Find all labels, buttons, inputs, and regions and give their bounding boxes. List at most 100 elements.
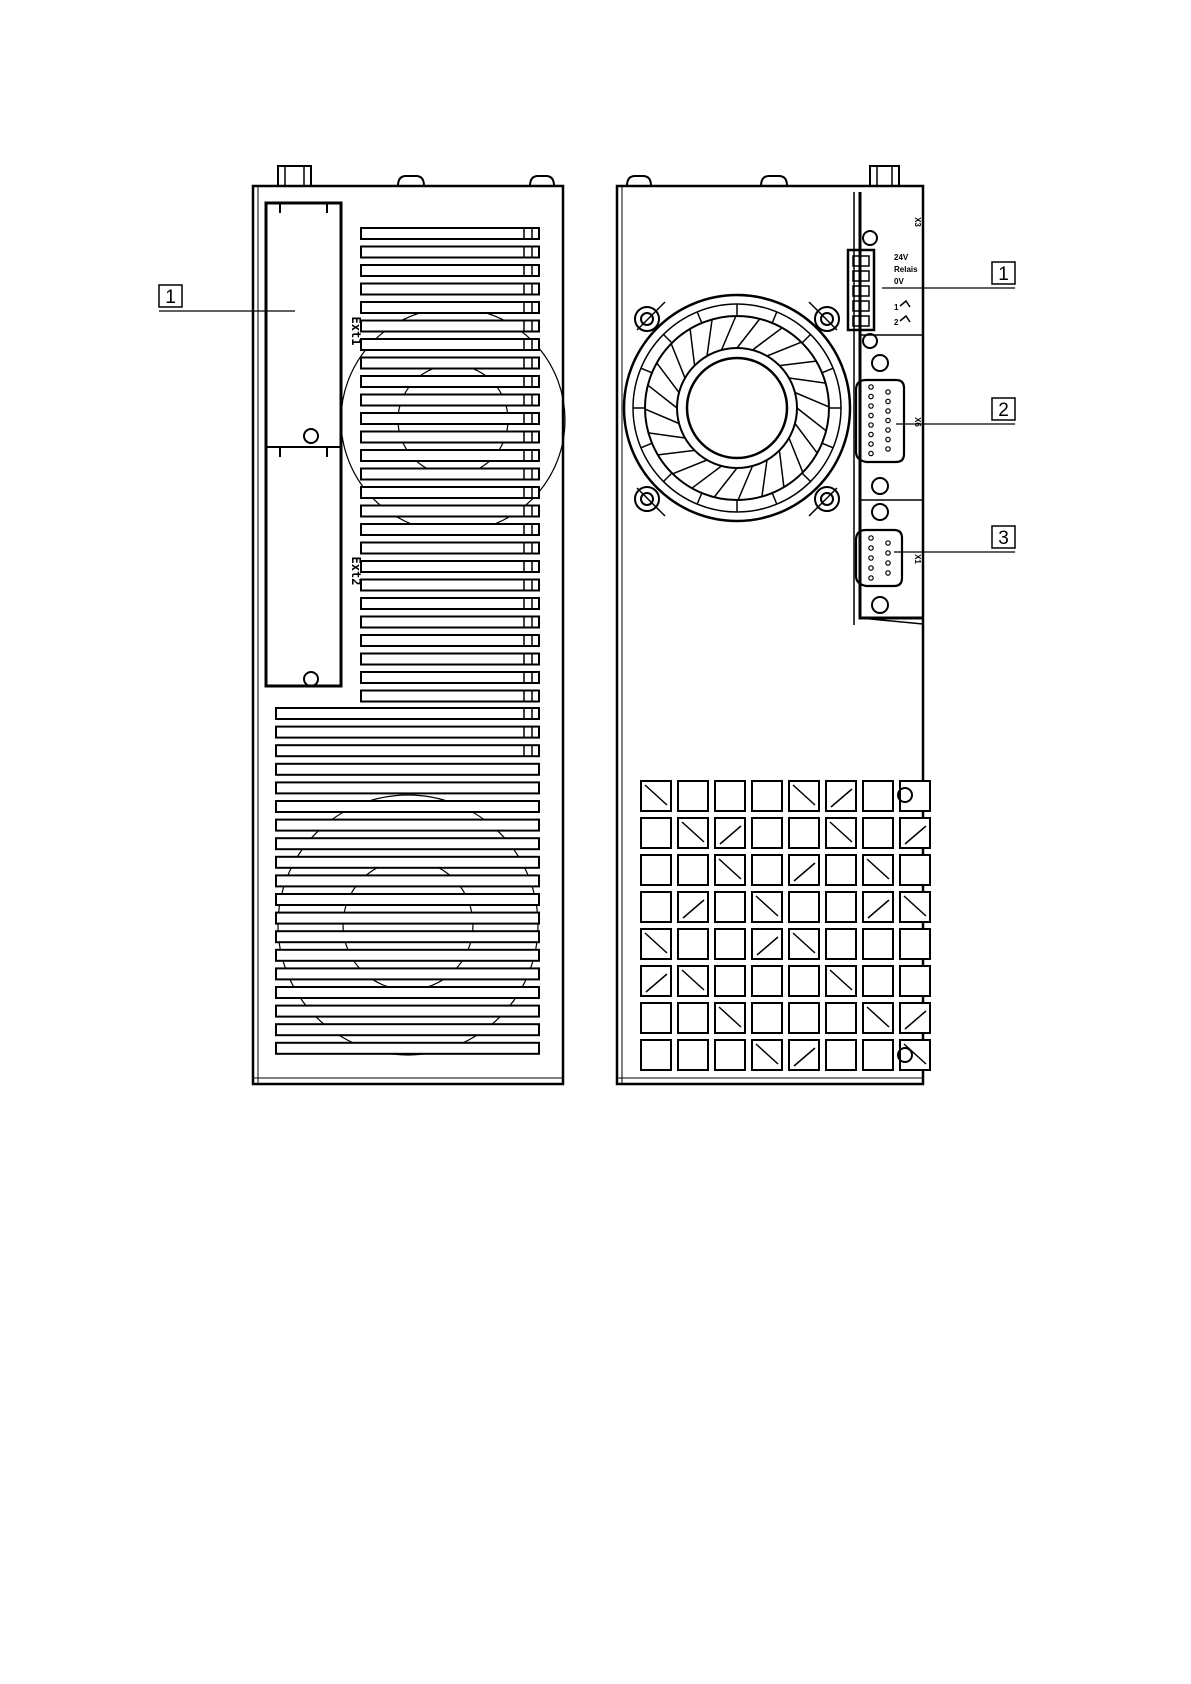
fan-guard-rib bbox=[697, 312, 702, 323]
grille-cell bbox=[826, 892, 856, 922]
vent-slat bbox=[276, 1024, 539, 1035]
grille-cell bbox=[715, 781, 745, 811]
fan-guard-rib bbox=[641, 368, 652, 373]
vent-slat bbox=[361, 450, 539, 461]
relay-contact-icon bbox=[900, 316, 910, 322]
slot-screw-icon bbox=[304, 672, 318, 686]
vent-slat bbox=[361, 617, 539, 628]
pin bbox=[886, 390, 890, 394]
vent-slat bbox=[361, 598, 539, 609]
vent-slat bbox=[276, 838, 539, 849]
vent-slat bbox=[361, 654, 539, 665]
slot-label-ext1: Ext1 bbox=[349, 317, 363, 346]
fan-blade bbox=[738, 466, 752, 500]
fan-blade bbox=[648, 433, 685, 438]
pin bbox=[869, 404, 873, 408]
grille-cell bbox=[789, 855, 819, 885]
upper-vent-slats bbox=[361, 228, 539, 702]
fan-icon bbox=[624, 295, 850, 521]
grille-cell bbox=[678, 855, 708, 885]
screw-icon bbox=[872, 597, 888, 613]
screw-icon bbox=[872, 478, 888, 494]
vent-slat bbox=[361, 247, 539, 258]
grille-cell bbox=[715, 892, 745, 922]
fan-guard-rib bbox=[772, 312, 777, 323]
fan-guard-rib bbox=[641, 443, 652, 448]
vent-slat bbox=[276, 820, 539, 831]
pin bbox=[886, 437, 890, 441]
vent-slat bbox=[276, 968, 539, 979]
pin bbox=[886, 561, 890, 565]
fan-blade bbox=[673, 460, 707, 474]
vent-slat bbox=[276, 727, 539, 738]
grille-cell bbox=[715, 966, 745, 996]
vent-slat bbox=[276, 1043, 539, 1054]
vent-slat bbox=[276, 913, 539, 924]
fan-blade bbox=[762, 460, 767, 497]
pin bbox=[869, 442, 873, 446]
label-x1: X1 bbox=[913, 554, 922, 564]
pin bbox=[869, 423, 873, 427]
grille-cell bbox=[715, 818, 745, 848]
screw-icon bbox=[872, 355, 888, 371]
fan-blade bbox=[795, 393, 829, 407]
label-x3: X3 bbox=[913, 217, 922, 227]
svg-text:3: 3 bbox=[998, 528, 1009, 549]
pin bbox=[886, 551, 890, 555]
left-device-view bbox=[253, 166, 565, 1084]
svg-text:1: 1 bbox=[165, 287, 176, 308]
grille-cell bbox=[715, 929, 745, 959]
vent-slat bbox=[276, 857, 539, 868]
vent-grille bbox=[641, 781, 930, 1070]
vent-slat bbox=[361, 487, 539, 498]
grille-cell bbox=[641, 818, 671, 848]
grille-cell bbox=[641, 855, 671, 885]
label-relais: Relais bbox=[894, 265, 918, 274]
grille-cell bbox=[863, 818, 893, 848]
grille-cell bbox=[678, 781, 708, 811]
grille-cell bbox=[752, 966, 782, 996]
grille-cell bbox=[863, 929, 893, 959]
svg-text:1: 1 bbox=[998, 264, 1009, 285]
vent-slat bbox=[361, 691, 539, 702]
vent-slat bbox=[361, 302, 539, 313]
vent-slat bbox=[361, 395, 539, 406]
fan-guard-rib bbox=[664, 335, 672, 343]
grille-cell bbox=[900, 929, 930, 959]
fan-blade bbox=[707, 319, 712, 356]
label-x6: X6 bbox=[913, 417, 922, 427]
dsub-connector-x6 bbox=[856, 380, 904, 462]
top-tab bbox=[530, 176, 554, 186]
grille-cell bbox=[789, 818, 819, 848]
pin bbox=[886, 428, 890, 432]
grille-cell bbox=[900, 818, 930, 848]
top-tab bbox=[398, 176, 424, 186]
grille-cell bbox=[826, 1040, 856, 1070]
grille-cell bbox=[752, 855, 782, 885]
vent-slat bbox=[276, 782, 539, 793]
vent-slat bbox=[361, 228, 539, 239]
vent-slat bbox=[361, 580, 539, 591]
vent-slat bbox=[361, 432, 539, 443]
screw-icon bbox=[863, 334, 877, 348]
fan-guard-rib bbox=[772, 493, 777, 504]
grille-cell bbox=[752, 781, 782, 811]
fan-blade bbox=[714, 468, 737, 497]
vent-slat bbox=[361, 358, 539, 369]
fan-blade bbox=[648, 385, 677, 408]
vent-slat bbox=[361, 561, 539, 572]
pin bbox=[869, 566, 873, 570]
pin bbox=[869, 385, 873, 389]
pin bbox=[869, 536, 873, 540]
grille-cell bbox=[826, 855, 856, 885]
fan-blade bbox=[645, 409, 679, 423]
fan-blade bbox=[722, 316, 736, 350]
vent-slat bbox=[276, 801, 539, 812]
pin bbox=[886, 447, 890, 451]
pin bbox=[869, 556, 873, 560]
grille-cell bbox=[678, 1040, 708, 1070]
label-24v: 24V bbox=[894, 253, 909, 262]
vent-slat bbox=[361, 321, 539, 332]
top-tab bbox=[761, 176, 787, 186]
grille-cell bbox=[900, 855, 930, 885]
